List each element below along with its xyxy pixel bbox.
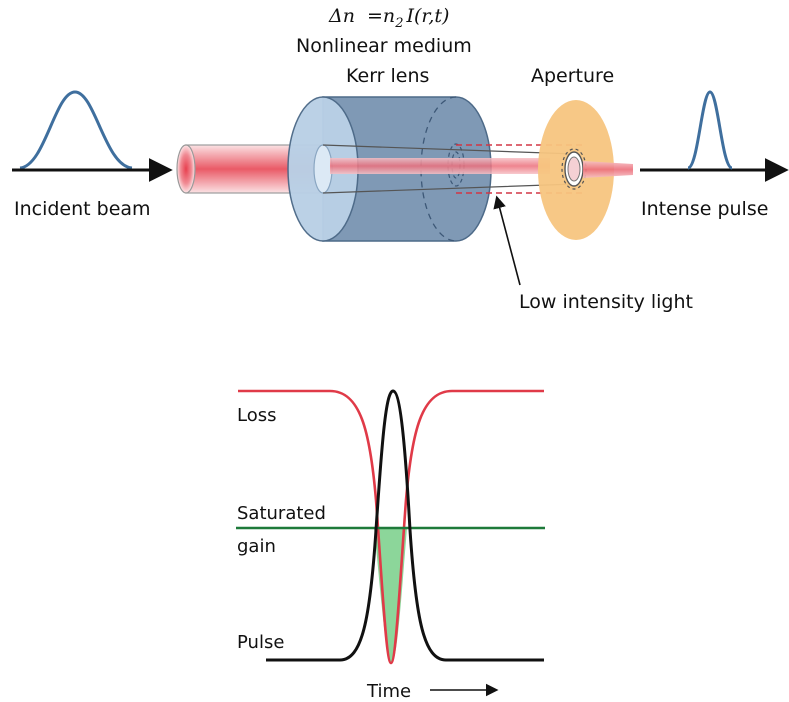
- saturated-gain-label-line1: Saturated: [237, 503, 326, 524]
- loss-label: Loss: [237, 405, 276, 426]
- incident-pulse-shape: [19, 90, 133, 170]
- incident-beam-label: Incident beam: [14, 198, 151, 220]
- net-gain-region: [374, 528, 407, 664]
- nonlinear-medium-label: Nonlinear medium: [296, 35, 472, 57]
- intense-pulse-shape: [687, 90, 733, 170]
- low-intensity-pointer: [493, 195, 521, 286]
- intense-pulse-label: Intense pulse: [641, 198, 768, 220]
- saturated-gain-label-line2: gain: [237, 536, 276, 557]
- loss-curve: [238, 389, 544, 665]
- time-axis-label: Time: [366, 681, 411, 702]
- pulse-label: Pulse: [237, 632, 284, 653]
- kerr-lens-label: Kerr lens: [346, 65, 429, 87]
- pulse-curve: [266, 389, 544, 662]
- low-intensity-label: Low intensity light: [519, 291, 693, 313]
- aperture-label: Aperture: [531, 65, 614, 87]
- input-beam-face: [176, 144, 196, 194]
